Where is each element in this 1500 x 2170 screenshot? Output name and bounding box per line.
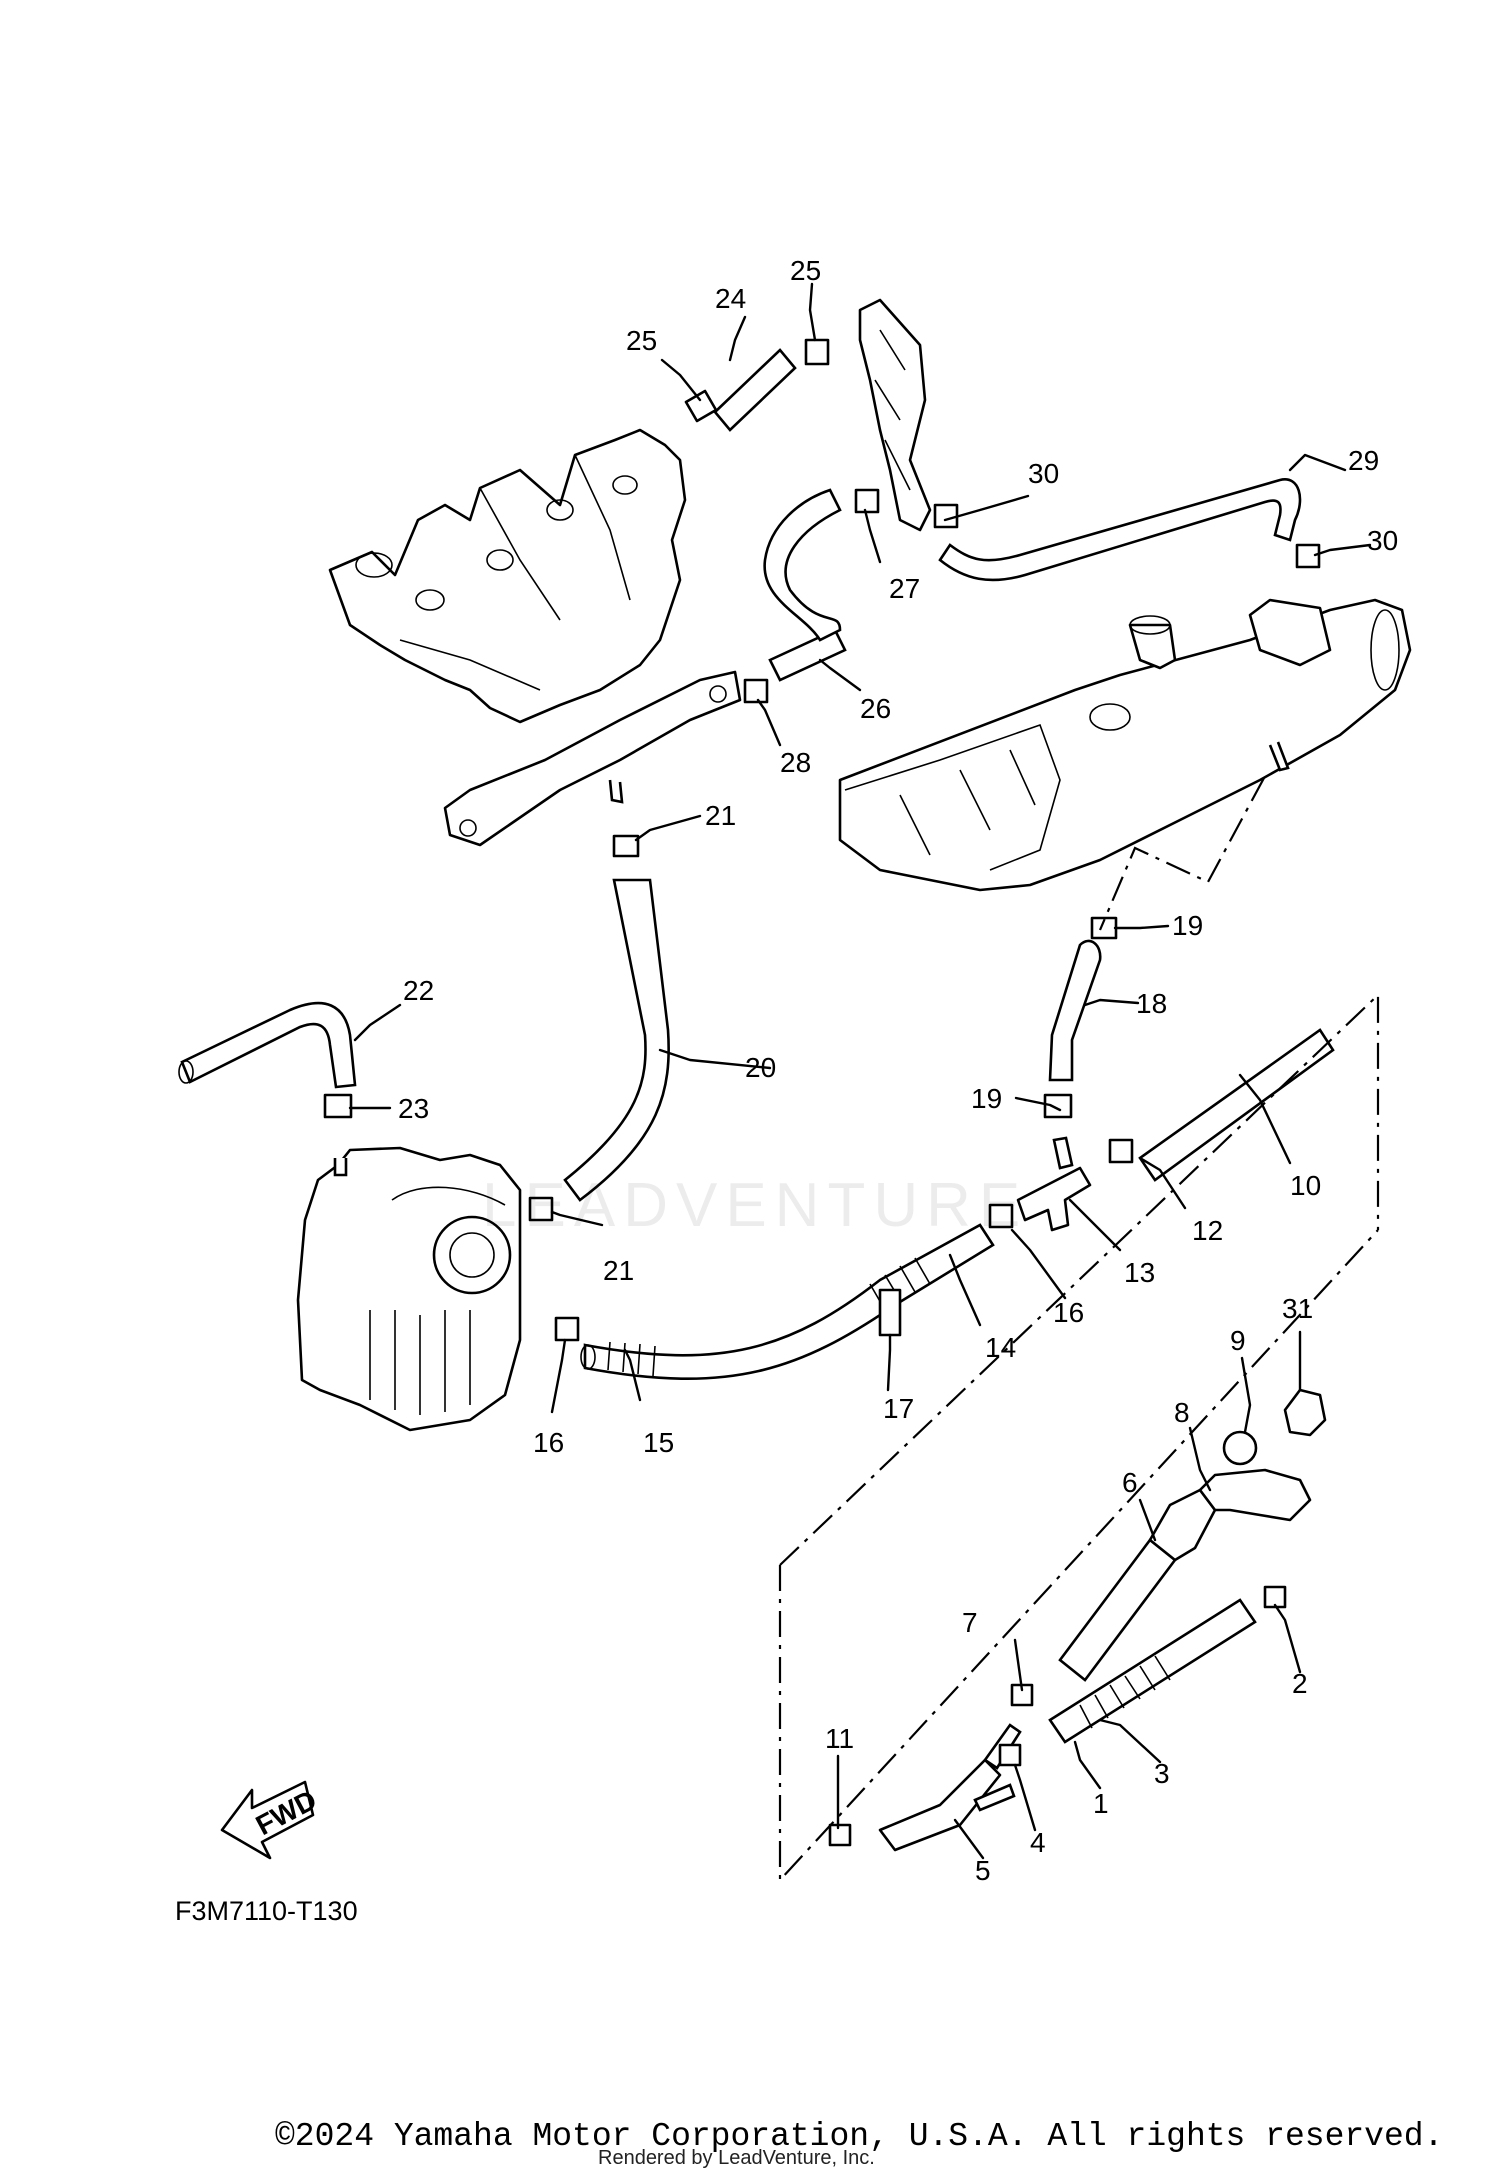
callout-label: 27 bbox=[889, 573, 920, 604]
callout-label: 17 bbox=[883, 1393, 914, 1424]
callout-label: 11 bbox=[825, 1723, 854, 1754]
callout-label: 18 bbox=[1136, 988, 1167, 1019]
callout-label: 8 bbox=[1174, 1397, 1190, 1428]
pump-assembly bbox=[296, 1146, 522, 1432]
water-jacket-plate bbox=[443, 670, 742, 847]
reference-line-lower bbox=[778, 992, 1380, 1883]
callout-label: 12 bbox=[1192, 1215, 1223, 1246]
callout-label: 10 bbox=[1290, 1170, 1321, 1201]
callout-label: 4 bbox=[1030, 1827, 1046, 1858]
fwd-arrow-icon: FWD bbox=[220, 1780, 322, 1860]
hose-27 bbox=[763, 488, 842, 642]
callout-label: 28 bbox=[780, 747, 811, 778]
callout-label: 25 bbox=[626, 325, 657, 356]
lower-assembly bbox=[878, 1388, 1327, 1852]
hose-15 bbox=[583, 1223, 995, 1381]
callout-label: 7 bbox=[962, 1607, 978, 1638]
callout-label: 5 bbox=[975, 1855, 991, 1886]
corrugation-15 bbox=[607, 1257, 931, 1377]
callout-label: 29 bbox=[1348, 445, 1379, 476]
callout-labels: 1 2 3 4 5 6 7 8 9 10 11 12 13 14 15 16 1… bbox=[398, 255, 1398, 1886]
tee-fitting-13 bbox=[1016, 1166, 1092, 1232]
copyright-notice: ©2024 Yamaha Motor Corporation, U.S.A. A… bbox=[275, 2118, 1444, 2155]
callout-label: 24 bbox=[715, 283, 746, 314]
callout-label: 3 bbox=[1154, 1758, 1170, 1789]
callout-label: 21 bbox=[603, 1255, 634, 1286]
hose-20 bbox=[563, 878, 670, 1202]
hose-24 bbox=[713, 348, 797, 432]
reference-line-upper bbox=[1098, 777, 1265, 931]
watermark: LEADVENTURE bbox=[482, 1171, 1029, 1240]
exhaust-manifold bbox=[328, 428, 687, 724]
callout-label: 26 bbox=[860, 693, 891, 724]
callout-label: 20 bbox=[745, 1052, 776, 1083]
callout-label: 16 bbox=[1053, 1297, 1084, 1328]
hose-18 bbox=[1048, 939, 1102, 1082]
callout-label: 2 bbox=[1292, 1668, 1308, 1699]
callout-label: 31 bbox=[1282, 1293, 1313, 1324]
callout-label: 22 bbox=[403, 975, 434, 1006]
hose-26 bbox=[768, 628, 847, 682]
callout-label: 16 bbox=[533, 1427, 564, 1458]
hose-29 bbox=[938, 478, 1302, 582]
callout-label: 19 bbox=[1172, 910, 1203, 941]
rendered-by-notice: Rendered by LeadVenture, Inc. bbox=[598, 2147, 875, 2169]
hose-10 bbox=[1138, 1028, 1335, 1182]
callout-label: 15 bbox=[643, 1427, 674, 1458]
hose-22 bbox=[180, 1001, 357, 1089]
callout-label: 9 bbox=[1230, 1325, 1246, 1356]
callout-label: 21 bbox=[705, 800, 736, 831]
callout-label: 25 bbox=[790, 255, 821, 286]
callout-label: 19 bbox=[971, 1083, 1002, 1114]
callout-label: 30 bbox=[1028, 458, 1059, 489]
callout-label: 14 bbox=[985, 1332, 1016, 1363]
callout-label: 1 bbox=[1093, 1788, 1109, 1819]
callout-label: 30 bbox=[1367, 525, 1398, 556]
callout-label: 6 bbox=[1122, 1467, 1138, 1498]
exhaust-chamber bbox=[838, 598, 1412, 892]
callout-label: 13 bbox=[1124, 1257, 1155, 1288]
leader-lines bbox=[348, 282, 1372, 1860]
callout-label: 23 bbox=[398, 1093, 429, 1124]
valve-bracket bbox=[858, 298, 932, 532]
drawing-code: F3M7110-T130 bbox=[175, 1896, 358, 1926]
